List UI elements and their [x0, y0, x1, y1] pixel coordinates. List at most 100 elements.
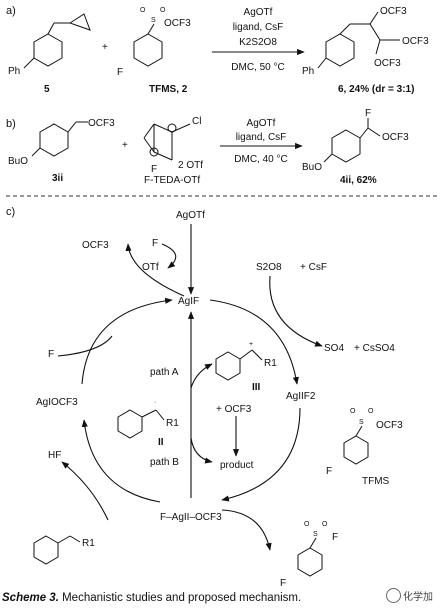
- tfms-structure: S O O: [133, 7, 166, 67]
- svg-text:O: O: [322, 521, 328, 528]
- radical-II-structure: ·: [117, 399, 165, 439]
- selectfluor-otf: 2 OTf: [178, 160, 203, 171]
- product-6-ocf3-1: OCF3: [380, 6, 407, 17]
- tfms-f: F: [117, 67, 123, 78]
- persulfate-arrow: [269, 275, 323, 347]
- wechat-icon: [386, 588, 401, 603]
- panel-b-label: b): [6, 118, 16, 130]
- substrate-3ii-buo: BuO: [8, 156, 28, 167]
- product-6-label: 6, 24% (dr = 3:1): [338, 84, 414, 95]
- panel-a-label: a): [6, 5, 16, 17]
- substrate-3ii-label: 3ii: [52, 173, 63, 184]
- watermark-text: 化学加: [403, 592, 433, 603]
- agIF: AgIF: [178, 296, 199, 307]
- ocf3-release-arrow: [125, 243, 185, 297]
- substrate-3ii-structure: [31, 121, 88, 157]
- product-4ii-label: 4ii, 62%: [340, 175, 377, 186]
- benzyl-substrate-structure: [33, 535, 81, 565]
- plus-ocf3-minus: + OCF3: [216, 404, 252, 415]
- radical-r1: R1: [166, 418, 179, 429]
- panel-a-conditions: DMC, 50 °C: [231, 62, 284, 73]
- cycle-arc-agIF-to-agIIF2: [209, 299, 299, 385]
- csf: + CsF: [300, 262, 327, 273]
- tfms-label: TFMS, 2: [149, 84, 188, 95]
- caption-scheme: Scheme 3.: [2, 592, 59, 604]
- substrate-5-structure: [23, 13, 91, 69]
- panel-c: c) AgOTf F OTf OCF3 AgIF S2O8 + CsF SO4 …: [6, 206, 403, 589]
- product-label: product: [220, 460, 254, 471]
- svg-text:O: O: [140, 7, 146, 14]
- svg-text:+: +: [249, 341, 253, 348]
- tfms-ocf3: OCF3: [164, 18, 191, 29]
- cation-III-structure: +: [215, 341, 263, 381]
- cycle-arc-agIIocf3-to-agIocf3: [81, 419, 161, 503]
- hf-release-arrow: [61, 461, 109, 521]
- path-b-label: path B: [150, 457, 179, 468]
- sulfonyl-f-left: F: [280, 578, 286, 589]
- product-4ii-ocf3: OCF3: [382, 132, 409, 143]
- panel-a: a) Ph 5 + S O O F OCF3 TFMS, 2 AgOTf lig…: [6, 5, 429, 95]
- f-agII-ocf3: F–AgII–OCF3: [160, 512, 222, 523]
- hf-label: HF: [48, 450, 61, 461]
- product-6-ocf3-3: OCF3: [374, 58, 401, 69]
- ocf3-minus-top: OCF3: [82, 240, 109, 251]
- tfms-reagent-f: F: [326, 466, 332, 477]
- panel-b: b) OCF3 BuO 3ii + Cl F 2 OTf F-TEDA-OTf …: [6, 108, 409, 186]
- sulfonyl-fluoride-release-arrow: [221, 509, 272, 551]
- sulfonyl-f-right: F: [332, 532, 338, 543]
- panel-b-reagent-1: AgOTf: [247, 118, 276, 129]
- agIIF2: AgIIF2: [286, 391, 316, 402]
- tfms-reagent-ocf3: OCF3: [376, 420, 403, 431]
- otf-minus: OTf: [142, 262, 159, 273]
- figure-caption: Scheme 3. Mechanistic studies and propos…: [2, 592, 301, 604]
- panel-a-reagent-2: ligand, CsF: [233, 22, 284, 33]
- product-6-ph: Ph: [302, 66, 314, 77]
- selectfluor-structure: [143, 123, 191, 161]
- cation-label: III: [252, 382, 261, 393]
- product-4ii-buo: BuO: [302, 162, 322, 173]
- agotf-start: AgOTf: [176, 210, 205, 221]
- cation-r1: R1: [264, 358, 277, 369]
- panel-b-plus: +: [122, 140, 128, 151]
- svg-text:S: S: [151, 17, 156, 24]
- tfms-reagent-label: TFMS: [362, 476, 390, 487]
- tfms-reagent-structure: S O O: [343, 408, 374, 465]
- svg-text:O: O: [350, 408, 356, 415]
- selectfluor-label: F-TEDA-OTf: [144, 175, 200, 186]
- panel-a-reagent-1: AgOTf: [244, 7, 273, 18]
- cycle-arc-agIocf3-to-agIF: [81, 297, 173, 385]
- f-minus-top: F: [152, 238, 158, 249]
- panel-c-label: c): [6, 206, 15, 218]
- substrate-5-label: 5: [44, 84, 50, 95]
- radical-label: II: [158, 437, 164, 448]
- caption-text: Mechanistic studies and proposed mechani…: [58, 592, 302, 604]
- product-6-ocf3-2: OCF3: [402, 36, 429, 47]
- svg-text:·: ·: [154, 399, 156, 406]
- path-b-arrow: [190, 437, 213, 464]
- benzyl-r1: R1: [82, 538, 95, 549]
- product-4ii-f: F: [365, 108, 371, 119]
- agIocf3: AgIOCF3: [36, 397, 78, 408]
- panel-a-reagent-3: K2S2O8: [239, 37, 277, 48]
- f-otf-exchange-arrow: [161, 243, 177, 269]
- substrate-5-ph: Ph: [8, 66, 20, 77]
- selectfluor-f: F: [151, 164, 157, 175]
- panel-b-conditions: DMC, 40 °C: [234, 154, 287, 165]
- svg-text:O: O: [368, 408, 374, 415]
- sulfonyl-fluoride-structure: S O O: [297, 521, 328, 577]
- product-6-structure: [317, 11, 400, 69]
- svg-text:O: O: [160, 7, 166, 14]
- s2o8-2minus: S2O8: [256, 262, 282, 273]
- substrate-3ii-ocf3: OCF3: [88, 118, 115, 129]
- selectfluor-cl: Cl: [192, 116, 201, 127]
- csso4-minus: + CsSO4: [354, 343, 395, 354]
- path-a-arrow: [190, 363, 213, 389]
- so4-minus: SO4: [324, 343, 344, 354]
- svg-text:O: O: [304, 521, 310, 528]
- f-minus-left: F: [48, 349, 54, 360]
- watermark: 化学加: [386, 588, 433, 603]
- panel-a-plus: +: [102, 42, 108, 53]
- product-4ii-structure: [323, 118, 381, 163]
- svg-text:S: S: [313, 531, 318, 538]
